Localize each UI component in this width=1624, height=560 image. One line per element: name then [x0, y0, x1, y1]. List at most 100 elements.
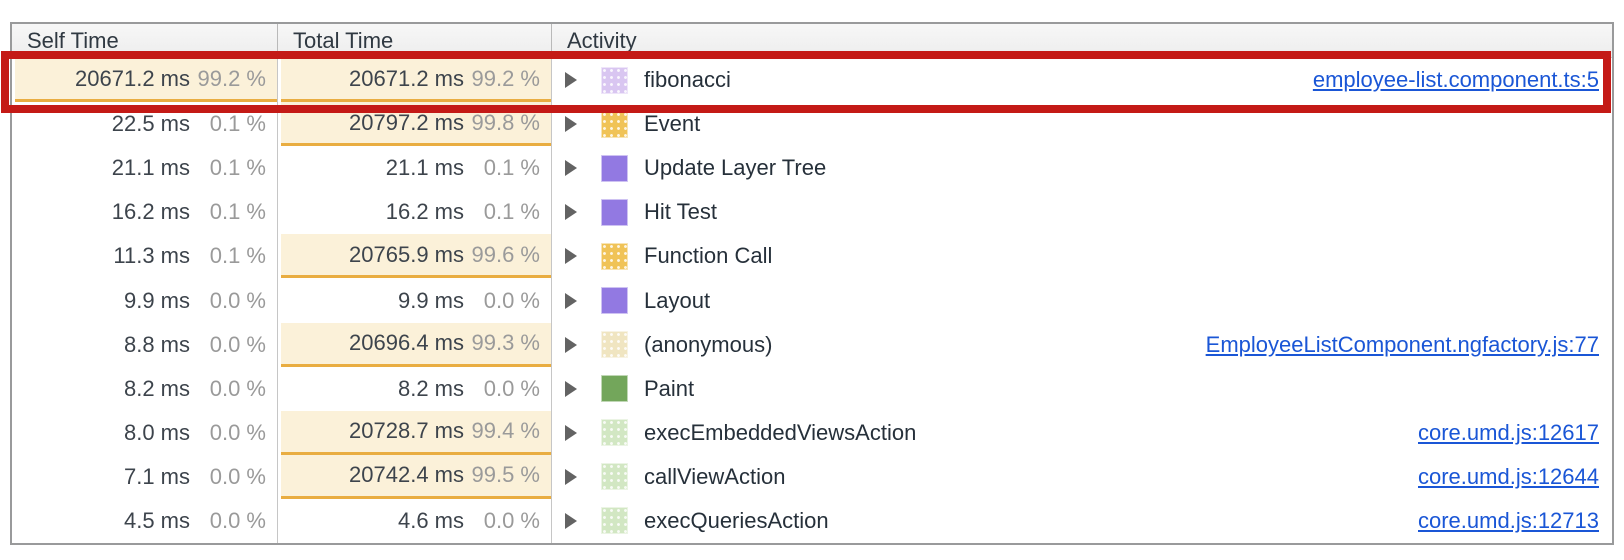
table-row[interactable]: 9.9 ms 0.0 % 9.9 ms 0.0 % Layout — [12, 278, 1612, 323]
source-link[interactable]: employee-list.component.ts:5 — [1312, 67, 1599, 93]
self-time-percent: 0.0 % — [209, 287, 266, 313]
self-time-cell: 9.9 ms 0.0 % — [12, 278, 278, 323]
performance-table: Self Time Total Time Activity 20671.2 ms… — [10, 22, 1614, 545]
self-time-percent: 0.0 % — [209, 507, 266, 533]
activity-cell: Hit Test — [552, 190, 1612, 234]
self-time-cell: 8.2 ms 0.0 % — [12, 366, 278, 411]
self-time-percent: 0.0 % — [209, 419, 266, 445]
total-time-value: 20742.4 ms — [349, 462, 464, 488]
source-link[interactable]: core.umd.js:12713 — [1418, 507, 1599, 533]
activity-cell: Function Call — [552, 234, 1612, 278]
self-time-cell: 11.3 ms 0.1 % — [12, 234, 278, 279]
total-time-cell: 9.9 ms 0.0 % — [278, 278, 552, 323]
self-time-percent: 0.0 % — [209, 463, 266, 489]
activity-label: Hit Test — [644, 199, 717, 225]
total-time-cell: 20797.2 ms 99.8 % — [278, 102, 552, 147]
source-link[interactable]: core.umd.js:12617 — [1418, 419, 1599, 445]
total-time-percent: 99.5 % — [471, 462, 541, 488]
table-row[interactable]: 7.1 ms 0.0 % 20742.4 ms 99.5 % callViewA… — [12, 454, 1612, 499]
self-time-value: 11.3 ms — [113, 243, 190, 269]
expand-arrow-icon[interactable] — [565, 72, 577, 89]
total-time-cell: 20742.4 ms 99.5 % — [278, 454, 552, 499]
activity-label: execEmbeddedViewsAction — [644, 419, 917, 445]
table-row[interactable]: 8.8 ms 0.0 % 20696.4 ms 99.3 % (anonymou… — [12, 322, 1612, 367]
table-row[interactable]: 16.2 ms 0.1 % 16.2 ms 0.1 % Hit Test — [12, 190, 1612, 235]
self-time-value: 8.2 ms — [123, 375, 190, 401]
expand-arrow-icon[interactable] — [565, 204, 577, 221]
total-time-heat: 21.1 ms 0.1 % — [281, 146, 551, 190]
category-icon — [601, 463, 628, 491]
expand-arrow-icon[interactable] — [565, 424, 577, 441]
total-time-percent: 99.2 % — [471, 65, 541, 91]
self-time-value: 9.9 ms — [123, 287, 190, 313]
total-time-heat: 20742.4 ms 99.5 % — [281, 454, 551, 499]
total-time-cell: 20696.4 ms 99.3 % — [278, 322, 552, 367]
self-time-percent: 0.0 % — [209, 375, 266, 401]
category-icon — [601, 419, 628, 447]
self-time-percent: 0.1 % — [209, 199, 266, 225]
activity-label: callViewAction — [644, 463, 786, 489]
activity-cell: Paint — [552, 367, 1612, 411]
self-time-heat: 21.1 ms 0.1 % — [15, 146, 277, 190]
table-body: 20671.2 ms 99.2 % 20671.2 ms 99.2 % fibo… — [12, 58, 1612, 544]
self-time-value: 20671.2 ms — [75, 65, 190, 91]
total-time-heat: 20696.4 ms 99.3 % — [281, 322, 551, 367]
table-row[interactable]: 21.1 ms 0.1 % 21.1 ms 0.1 % Update Layer… — [12, 146, 1612, 191]
source-link[interactable]: core.umd.js:12644 — [1418, 463, 1599, 489]
self-time-percent: 0.1 % — [209, 111, 266, 137]
total-time-percent: 99.6 % — [471, 241, 541, 267]
activity-label: Event — [644, 111, 701, 137]
total-time-value: 4.6 ms — [397, 507, 464, 533]
category-icon — [601, 198, 628, 226]
self-time-heat: 16.2 ms 0.1 % — [15, 190, 277, 234]
activity-cell: Layout — [552, 278, 1612, 322]
column-header-self-time[interactable]: Self Time — [12, 24, 278, 57]
category-icon — [601, 375, 628, 403]
self-time-heat: 9.9 ms 0.0 % — [15, 278, 277, 322]
expand-arrow-icon[interactable] — [565, 292, 577, 309]
self-time-heat: 8.2 ms 0.0 % — [15, 367, 277, 411]
self-time-cell: 4.5 ms 0.0 % — [12, 498, 278, 544]
self-time-value: 7.1 ms — [123, 463, 190, 489]
expand-arrow-icon[interactable] — [565, 380, 577, 397]
source-link[interactable]: EmployeeListComponent.ngfactory.js:77 — [1205, 331, 1599, 357]
total-time-percent: 0.1 % — [483, 155, 540, 181]
expand-arrow-icon[interactable] — [565, 336, 577, 353]
table-row[interactable]: 4.5 ms 0.0 % 4.6 ms 0.0 % execQueriesAct… — [12, 498, 1612, 544]
total-time-value: 8.2 ms — [397, 375, 464, 401]
self-time-heat: 11.3 ms 0.1 % — [15, 234, 277, 278]
total-time-value: 16.2 ms — [385, 199, 464, 225]
activity-cell: (anonymous) EmployeeListComponent.ngfact… — [552, 323, 1612, 367]
total-time-cell: 20671.2 ms 99.2 % — [278, 58, 552, 103]
self-time-cell: 8.0 ms 0.0 % — [12, 410, 278, 455]
table-row[interactable]: 20671.2 ms 99.2 % 20671.2 ms 99.2 % fibo… — [12, 58, 1612, 103]
table-row[interactable]: 8.0 ms 0.0 % 20728.7 ms 99.4 % execEmbed… — [12, 410, 1612, 455]
activity-cell: fibonacci employee-list.component.ts:5 — [552, 58, 1612, 102]
total-time-heat: 9.9 ms 0.0 % — [281, 278, 551, 322]
total-time-value: 20765.9 ms — [349, 241, 464, 267]
expand-arrow-icon[interactable] — [565, 248, 577, 265]
total-time-heat: 16.2 ms 0.1 % — [281, 190, 551, 234]
total-time-heat: 8.2 ms 0.0 % — [281, 367, 551, 411]
column-header-activity[interactable]: Activity — [567, 27, 637, 53]
self-time-value: 8.0 ms — [123, 419, 190, 445]
expand-arrow-icon[interactable] — [565, 160, 577, 177]
total-time-value: 21.1 ms — [385, 155, 464, 181]
category-icon — [601, 66, 628, 94]
total-time-heat: 20728.7 ms 99.4 % — [281, 410, 551, 455]
table-row[interactable]: 11.3 ms 0.1 % 20765.9 ms 99.6 % Function… — [12, 234, 1612, 279]
self-time-value: 16.2 ms — [111, 199, 190, 225]
expand-arrow-icon[interactable] — [565, 468, 577, 485]
total-time-heat: 4.6 ms 0.0 % — [281, 499, 551, 543]
table-row[interactable]: 22.5 ms 0.1 % 20797.2 ms 99.8 % Event — [12, 102, 1612, 147]
activity-label: Function Call — [644, 243, 773, 269]
self-time-value: 8.8 ms — [123, 331, 190, 357]
self-time-heat: 8.8 ms 0.0 % — [15, 323, 277, 367]
expand-arrow-icon[interactable] — [565, 512, 577, 529]
total-time-value: 20696.4 ms — [349, 330, 464, 356]
expand-arrow-icon[interactable] — [565, 116, 577, 133]
self-time-percent: 0.1 % — [209, 243, 266, 269]
column-header-total-time[interactable]: Total Time — [278, 24, 552, 57]
table-row[interactable]: 8.2 ms 0.0 % 8.2 ms 0.0 % Paint — [12, 366, 1612, 411]
